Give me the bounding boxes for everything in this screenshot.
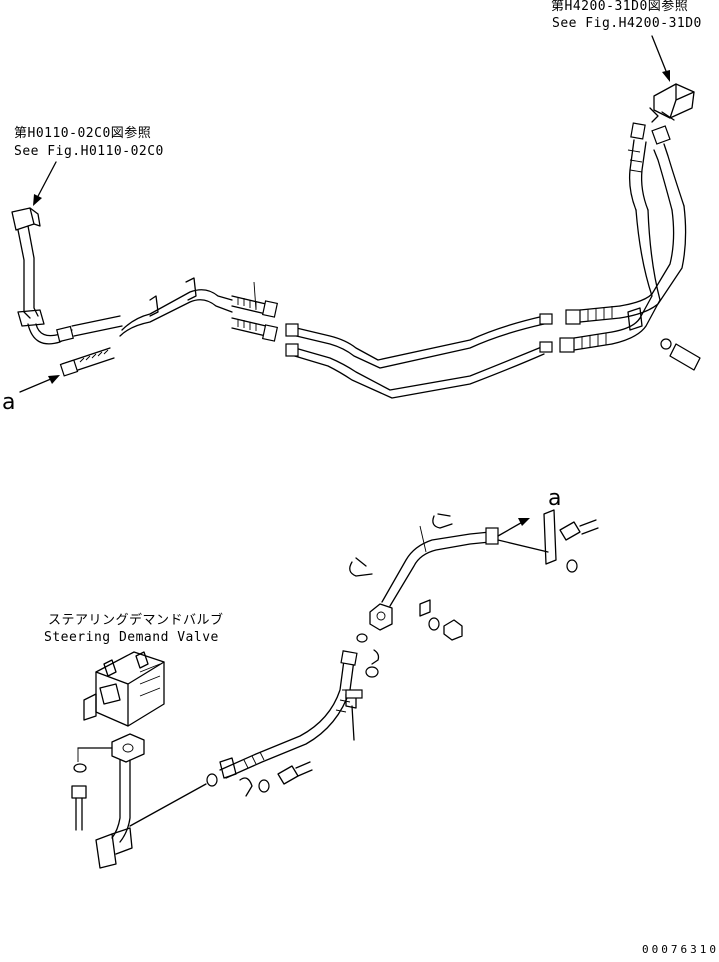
valve-pipe — [77, 733, 207, 869]
valve-label-en: Steering Demand Valve — [44, 630, 219, 645]
drawing-code: 00076310 — [642, 943, 719, 956]
marker-a-left: a — [2, 390, 16, 415]
bracket-bolt — [497, 509, 599, 573]
right-fittings — [559, 205, 701, 371]
main-pipe — [119, 277, 233, 337]
left-hose — [27, 315, 123, 345]
ref-top-left-jp: 第H0110-02C0図参照 — [14, 126, 152, 141]
leader-top-left-head — [33, 194, 42, 206]
ref-top-right-jp: 第H4200-31D0図参照 — [551, 0, 689, 14]
marker-a-right: a — [548, 486, 562, 511]
steering-demand-valve — [83, 651, 165, 727]
valve-bolt — [71, 763, 87, 831]
ref-top-right-en: See Fig.H4200-31D0 — [552, 16, 702, 31]
leader-top-right — [651, 35, 669, 77]
valve-label-jp: ステアリングデマンドバルブ — [48, 613, 224, 628]
long-hose — [219, 650, 363, 779]
hose-fitting-a — [59, 347, 115, 377]
left-upright-tube — [11, 207, 45, 327]
flange-and-nuts — [356, 599, 463, 678]
top-right-hoses — [627, 83, 695, 211]
leader-top-left — [35, 161, 57, 201]
arrow-a-left-head — [48, 375, 60, 384]
lower-upper-tube — [349, 513, 530, 607]
leader-top-right-head — [662, 70, 670, 82]
ref-top-left-en: See Fig.H0110-02C0 — [14, 144, 164, 159]
s-pipes — [285, 313, 553, 399]
threaded-fittings-pair — [231, 281, 279, 342]
lower-small-parts — [206, 761, 313, 797]
